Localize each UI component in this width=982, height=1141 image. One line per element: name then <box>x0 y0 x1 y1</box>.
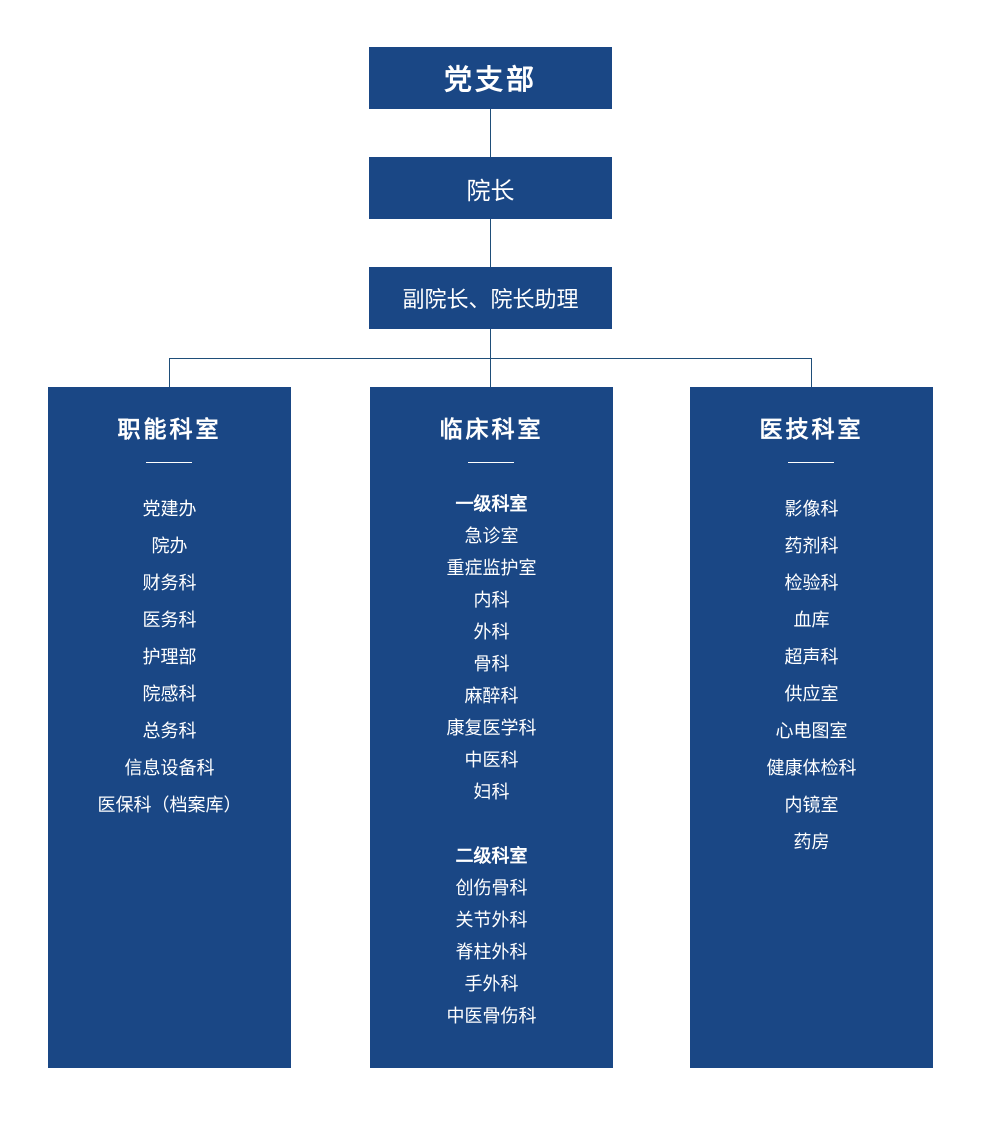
list-item: 医保科（档案库） <box>97 795 242 816</box>
list-item: 药剂科 <box>784 536 839 557</box>
spacer <box>370 809 613 841</box>
department-list: 一级科室 急诊室 重症监护室 内科 外科 骨科 麻醉科 康复医学科 中医科 妇科… <box>370 489 613 1033</box>
list-item: 医务科 <box>142 610 197 631</box>
column-clinical-departments: 临床科室 一级科室 急诊室 重症监护室 内科 外科 骨科 麻醉科 康复医学科 中… <box>370 387 613 1068</box>
list-item: 药房 <box>793 832 830 853</box>
list-item: 财务科 <box>142 573 197 594</box>
list-item: 健康体检科 <box>766 758 857 779</box>
list-item: 血库 <box>793 610 830 631</box>
node-president: 院长 <box>369 157 612 219</box>
list-item: 内镜室 <box>784 795 839 816</box>
title-divider <box>146 462 192 463</box>
list-item: 内科 <box>473 590 510 611</box>
connector-president-vice <box>490 219 491 267</box>
list-item: 信息设备科 <box>124 758 215 779</box>
list-item: 重症监护室 <box>446 558 537 579</box>
list-item: 脊柱外科 <box>455 942 528 963</box>
subgroup-title-level2: 二级科室 <box>455 846 528 867</box>
connector-horizontal-bar <box>169 358 812 359</box>
list-item: 护理部 <box>142 647 197 668</box>
list-item: 康复医学科 <box>446 718 537 739</box>
list-item: 院感科 <box>142 684 197 705</box>
column-title: 医技科室 <box>759 417 864 443</box>
list-item: 妇科 <box>473 782 510 803</box>
node-party-branch: 党支部 <box>369 47 612 109</box>
list-item: 院办 <box>151 536 188 557</box>
list-item: 党建办 <box>142 499 197 520</box>
list-item: 总务科 <box>142 721 197 742</box>
list-item: 供应室 <box>784 684 839 705</box>
connector-drop-medtech <box>811 358 812 387</box>
list-item: 心电图室 <box>775 721 848 742</box>
connector-drop-functional <box>169 358 170 387</box>
column-functional-departments: 职能科室 党建办 院办 财务科 医务科 护理部 院感科 总务科 信息设备科 医保… <box>48 387 291 1068</box>
title-divider <box>468 462 514 463</box>
list-item: 影像科 <box>784 499 839 520</box>
department-list: 影像科 药剂科 检验科 血库 超声科 供应室 心电图室 健康体检科 内镜室 药房 <box>690 491 933 861</box>
subgroup-title-level1: 一级科室 <box>455 494 528 515</box>
column-title: 职能科室 <box>117 417 222 443</box>
list-item: 中医骨伤科 <box>446 1006 537 1027</box>
list-item: 创伤骨科 <box>455 878 528 899</box>
connector-party-president <box>490 109 491 157</box>
column-medtech-departments: 医技科室 影像科 药剂科 检验科 血库 超声科 供应室 心电图室 健康体检科 内… <box>690 387 933 1068</box>
list-item: 麻醉科 <box>464 686 519 707</box>
list-item: 骨科 <box>473 654 510 675</box>
department-list: 党建办 院办 财务科 医务科 护理部 院感科 总务科 信息设备科 医保科（档案库… <box>48 491 291 824</box>
list-item: 外科 <box>473 622 510 643</box>
list-item: 中医科 <box>464 750 519 771</box>
list-item: 检验科 <box>784 573 839 594</box>
list-item: 手外科 <box>464 974 519 995</box>
node-vice-president: 副院长、院长助理 <box>369 267 612 329</box>
list-item: 急诊室 <box>464 526 519 547</box>
title-divider <box>788 462 834 463</box>
list-item: 超声科 <box>784 647 839 668</box>
column-title: 临床科室 <box>439 417 544 443</box>
list-item: 关节外科 <box>455 910 528 931</box>
